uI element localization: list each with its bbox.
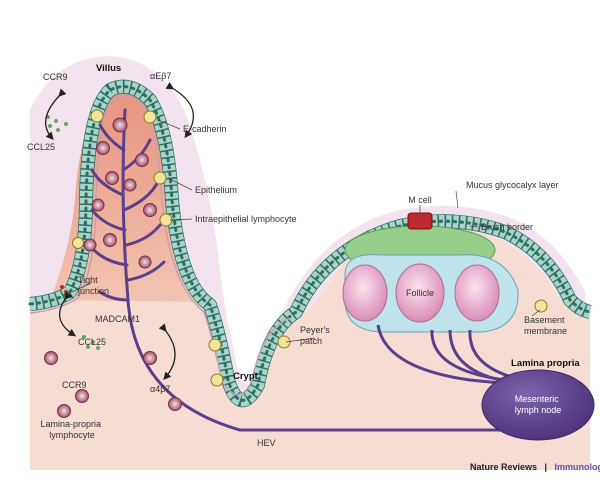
label-lp-lymphocyte-line2: lymphocyte (49, 430, 95, 440)
label-basement-membrane: Basement membrane (524, 315, 567, 336)
lamina-propria-lymphocytes (44, 351, 182, 418)
label-peyers-patch: Peyer's patch (300, 325, 332, 346)
label-crypt: Crypt (233, 371, 259, 382)
label-mln-line2: lymph node (515, 405, 562, 415)
blood-vessel-tree (90, 108, 522, 432)
label-madcam1: MADCAM1 (95, 314, 140, 324)
label-e-cadherin: E-cadherin (183, 124, 227, 134)
mesenteric-lymph-node (481, 369, 595, 441)
villus-lymphocytes (83, 117, 157, 269)
label-epithelium: Epithelium (195, 185, 237, 195)
label-a4-b7: α4β7 (150, 384, 170, 394)
footer-separator: | (544, 462, 547, 472)
footer-section: Immunology (554, 462, 600, 472)
label-basement-membrane-line2: membrane (524, 326, 567, 336)
label-hev: HEV (257, 438, 276, 448)
interaction-arrows (44, 82, 194, 380)
follicle-right (454, 264, 500, 322)
label-mln-line1: Mesenteric (515, 394, 560, 404)
label-mucus-glycocalyx-layer: Mucus glycocalyx layer (466, 180, 559, 190)
footer-credit: Nature Reviews | Immunology (470, 457, 600, 474)
label-lamina-propria-lymphocyte: Lamina-propria lymphocyte (40, 419, 103, 440)
label-lp-lymphocyte-line1: Lamina-propria (40, 419, 101, 429)
label-ccr9-bottom: CCR9 (62, 380, 87, 390)
label-lamina-propria: Lamina propria (511, 358, 580, 369)
label-tight-junction: Tight junction (77, 275, 109, 296)
footer-journal: Nature Reviews (470, 462, 537, 472)
label-follicle: Follicle (406, 288, 434, 298)
label-peyers-patch-line2: patch (300, 336, 322, 346)
label-ccl25-top: CCL25 (27, 142, 55, 152)
label-mesenteric-lymph-node: Mesenteric lymph node (515, 394, 562, 415)
follicle-center (395, 263, 445, 323)
leader-lines (71, 119, 541, 381)
epithelium-nuclei (28, 85, 592, 402)
label-m-cell: M cell (408, 195, 432, 205)
m-cell (407, 212, 433, 230)
label-ccr9-top: CCR9 (43, 72, 68, 82)
label-villus: Villus (96, 63, 121, 74)
label-basement-membrane-line1: Basement (524, 315, 565, 325)
follicle-left (342, 264, 388, 322)
label-tight-junction-line2: junction (77, 286, 109, 296)
intraepithelial-lymphocytes (72, 109, 548, 387)
label-intraepithelial-lymphocyte: Intraepithelial lymphocyte (195, 214, 297, 224)
label-peyers-patch-line1: Peyer's (300, 325, 330, 335)
label-brush-border: Brush border (481, 222, 533, 232)
label-ccl25-bottom: CCL25 (78, 337, 106, 347)
label-ae-b7: αEβ7 (150, 71, 171, 81)
label-tight-junction-line1: Tight (78, 275, 98, 285)
